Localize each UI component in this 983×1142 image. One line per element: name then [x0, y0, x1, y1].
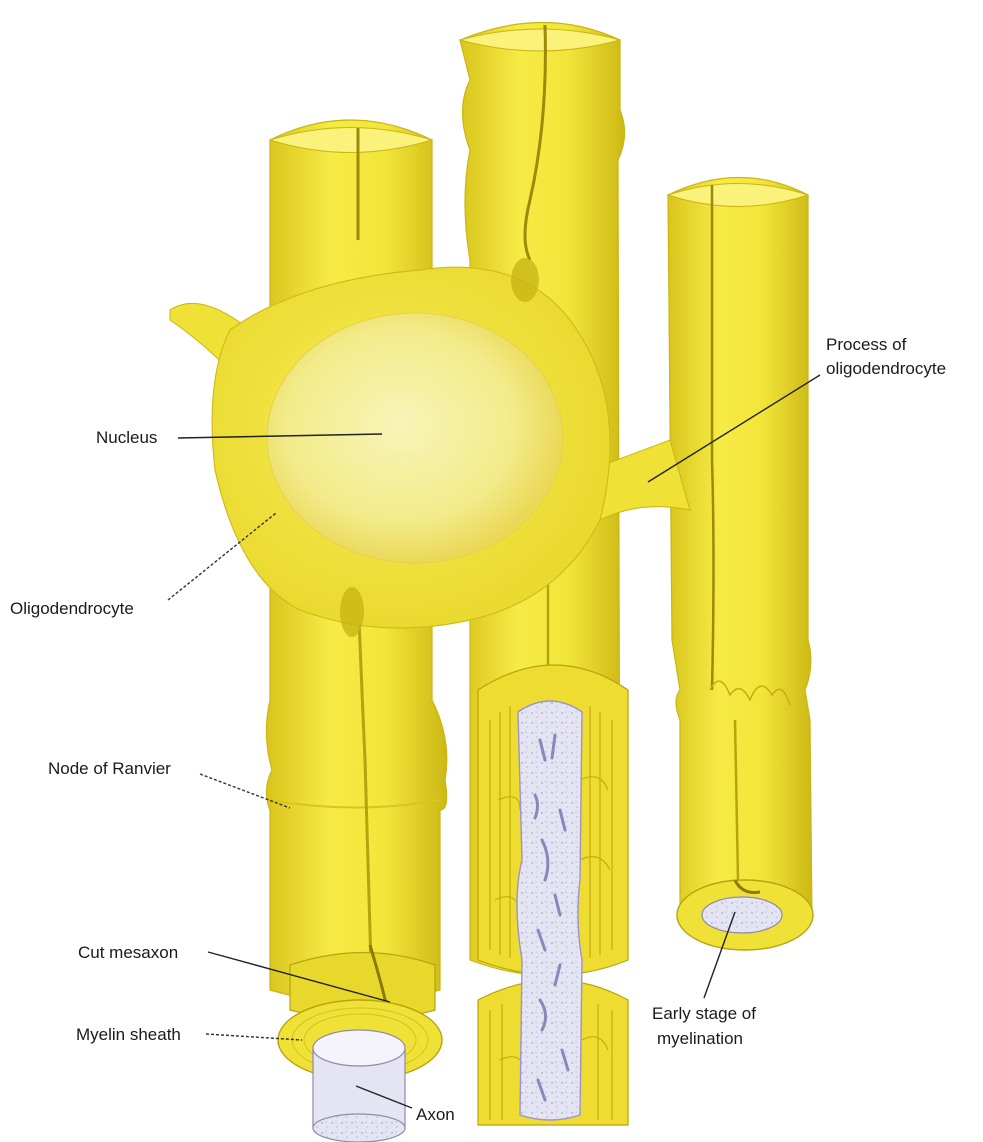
svg-text:Process of: Process of: [826, 335, 907, 354]
svg-text:myelination: myelination: [657, 1029, 743, 1048]
label-node-of-ranvier: Node of Ranvier: [48, 759, 290, 808]
label-myelin-sheath: Myelin sheath: [76, 1025, 302, 1044]
svg-text:Cut mesaxon: Cut mesaxon: [78, 943, 178, 962]
svg-text:Axon: Axon: [416, 1105, 455, 1124]
svg-text:Node of Ranvier: Node of Ranvier: [48, 759, 171, 778]
svg-text:Oligodendrocyte: Oligodendrocyte: [10, 599, 134, 618]
svg-text:oligodendrocyte: oligodendrocyte: [826, 359, 946, 378]
myelinated-fiber-right: [668, 178, 813, 951]
svg-text:Nucleus: Nucleus: [96, 428, 157, 447]
svg-text:Early stage of: Early stage of: [652, 1004, 756, 1023]
axon-longitudinal: [517, 701, 582, 1120]
nucleus-shape: [267, 313, 563, 563]
svg-text:Myelin sheath: Myelin sheath: [76, 1025, 181, 1044]
